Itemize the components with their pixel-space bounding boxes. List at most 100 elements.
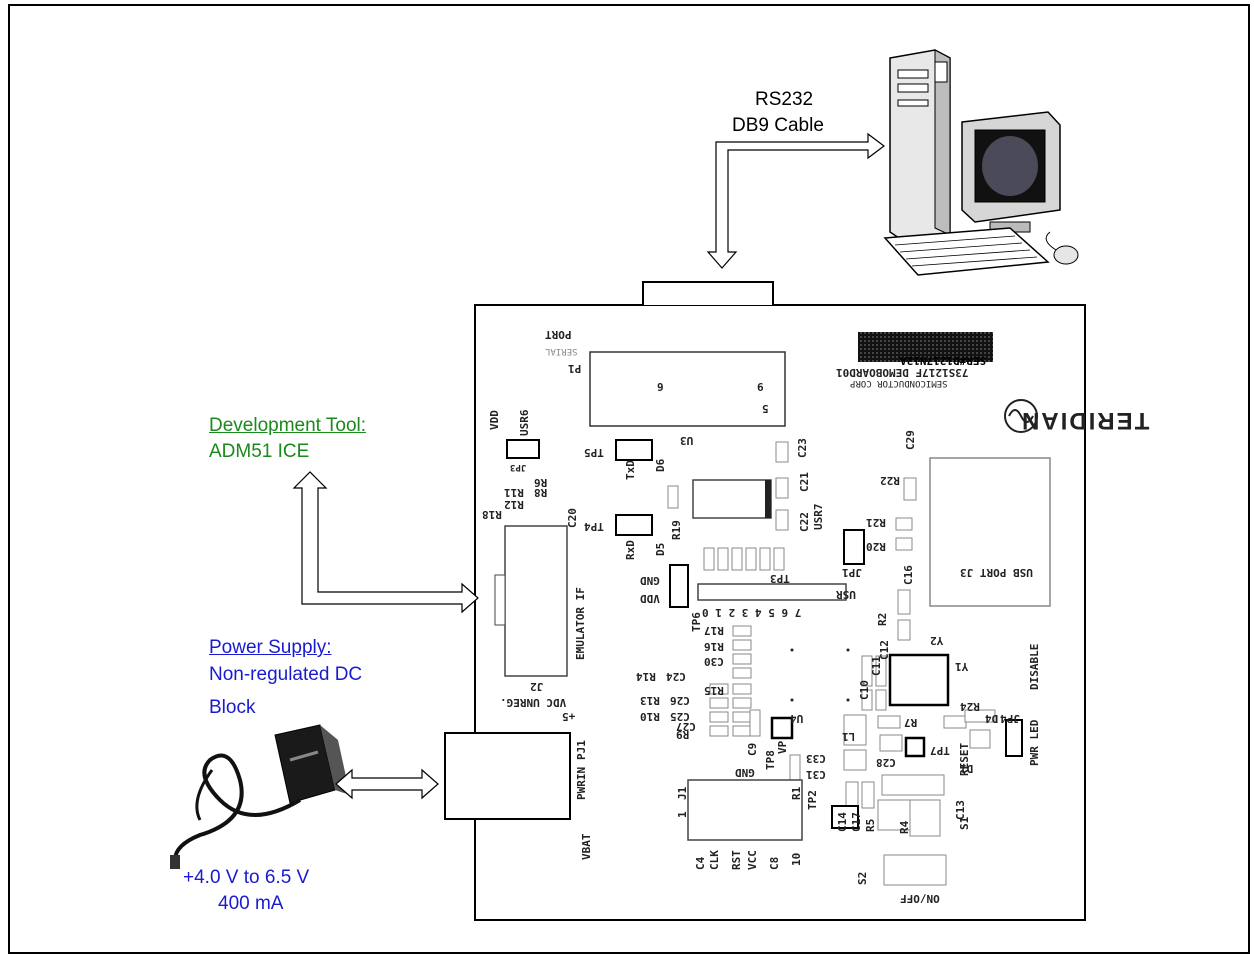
silk-c27: C27: [676, 720, 696, 733]
ic-u4: [770, 716, 794, 740]
rs232-cable-arrow: [706, 132, 885, 269]
silk-c10: C10: [858, 680, 871, 700]
silk-c4: C4: [694, 856, 707, 870]
silk-pj1: PJ1: [575, 740, 588, 760]
silk-tp5: TP5: [584, 446, 604, 459]
silk-gnd: GND: [735, 766, 755, 779]
silk-tp3: TP3: [770, 572, 790, 585]
power-jack: [444, 732, 571, 820]
silk-tp6: TP6: [690, 612, 703, 632]
testpoint-tp4: [615, 514, 653, 536]
silk-rxd: RxD: [624, 540, 637, 560]
jumper-jp4: [1005, 719, 1023, 757]
silk-c13: C13: [954, 800, 967, 820]
silk-c17: C17: [850, 812, 863, 832]
silk-tp7: TP7: [930, 744, 950, 757]
emulator-header: [504, 525, 568, 677]
silk-c9: C9: [746, 742, 759, 756]
silk-c29: C29: [904, 430, 917, 450]
silk-r7: R7: [904, 716, 918, 729]
power-voltage: +4.0 V to 6.5 V: [183, 867, 310, 888]
silk-y1: Y1: [955, 660, 969, 673]
silk-gnd-tp6: GND: [640, 574, 660, 587]
silk-c23: C23: [796, 438, 809, 458]
usb-port: [929, 457, 1051, 607]
silk-r5: R5: [864, 818, 877, 832]
silk-c24: C24: [666, 670, 686, 683]
power-supply-type: Non-regulated DC: [209, 664, 363, 685]
silk-c8: C8: [768, 856, 781, 870]
silk-vcc: VCC: [746, 850, 759, 870]
power-supply-arrow: [335, 768, 439, 800]
smartcard-header-j1: [687, 779, 803, 841]
silk-r21: R21: [866, 516, 886, 529]
power-supply-block: Block: [209, 697, 256, 718]
silk-c31: C31: [806, 768, 826, 781]
silk-onoff: ON/OFF: [900, 892, 940, 905]
silk-d4: D4: [985, 712, 999, 725]
testpoint-tp3-header: [697, 583, 847, 601]
silk-vdc-unreg: VDC UNREG.: [500, 696, 567, 709]
silk-c16: C16: [902, 565, 915, 585]
silk-vdd-tp6: VDD: [640, 592, 660, 605]
silk-serial: SERIAL: [545, 346, 578, 356]
silk-r19: R19: [670, 520, 683, 540]
computer-icon: [883, 49, 1079, 276]
silk-r15: R15: [704, 684, 724, 697]
silk-y2: Y2: [930, 634, 944, 647]
silk-emulator-if: EMULATOR IF: [574, 587, 587, 660]
testpoint-tp6: [669, 564, 689, 608]
db9-cable-label: DB9 Cable: [732, 115, 824, 136]
model-text: 73S1217F DEMOBOARD01: [836, 366, 969, 379]
silk-r2: R2: [876, 612, 889, 626]
silk-jp4: JP4: [1000, 712, 1020, 725]
silk-usb-port-j3: USB PORT J3: [960, 566, 1033, 579]
silk-r4: R4: [898, 820, 911, 834]
silk-j2: J2: [530, 680, 544, 693]
silk-p1: P1: [568, 362, 582, 375]
silk-pin5: 5: [762, 402, 769, 415]
silk-usr6: USR6: [518, 409, 531, 437]
silk-r17: R17: [704, 624, 724, 637]
serial-text: SER#D1217N12A: [900, 354, 987, 367]
silk-u4: U4: [790, 712, 804, 725]
silk-pin10: 10: [790, 852, 803, 866]
silk-r10: R10: [640, 710, 660, 723]
db9-connector-tab: [642, 281, 774, 305]
devtool-arrow: [292, 471, 479, 614]
silk-usr7: USR7: [812, 503, 825, 531]
silk-u3: U3: [680, 434, 694, 447]
power-current: 400 mA: [218, 893, 284, 914]
silk-c21: C21: [798, 472, 811, 492]
silk-l1: L1: [842, 730, 856, 743]
silk-r18: R18: [482, 508, 502, 521]
silk-r14: R14: [636, 670, 656, 683]
power-supply-title: Power Supply:: [209, 637, 332, 658]
silk-c30: C30: [704, 655, 724, 668]
silk-vdd-jp3: VDD: [488, 410, 501, 430]
silk-tp2: TP2: [806, 790, 819, 810]
jumper-jp1: [843, 529, 865, 565]
silk-disable: DISABLE: [1028, 643, 1041, 690]
silk-c26: C26: [670, 694, 690, 707]
silk-pin9: 9: [757, 380, 764, 393]
silk-rst: RST: [730, 850, 743, 870]
silk-r1: R1: [790, 786, 803, 800]
silk-jp1: JP1: [842, 566, 862, 579]
testpoint-tp5: [615, 439, 653, 461]
silk-r12: R12: [504, 498, 524, 511]
silk-pin1-j1: 1: [676, 811, 689, 818]
silk-port: PORT: [545, 328, 572, 341]
semiconductor-text: SEMICONDUCTOR CORP: [850, 378, 948, 388]
silk-r20: R20: [866, 540, 886, 553]
silk-vp: VP: [776, 740, 789, 754]
silk-clk: CLK: [708, 850, 721, 870]
silk-r22: R22: [880, 474, 900, 487]
silk-c33: C33: [806, 752, 826, 765]
silk-c12: C12: [878, 640, 891, 660]
silk-usr-bits: 7 6 5 4 3 2 1 0: [702, 606, 802, 619]
brand-logo-text: TERIDIAN: [1020, 407, 1150, 434]
silk-d5: D5: [654, 542, 667, 556]
silk-j1: J1: [676, 786, 689, 800]
